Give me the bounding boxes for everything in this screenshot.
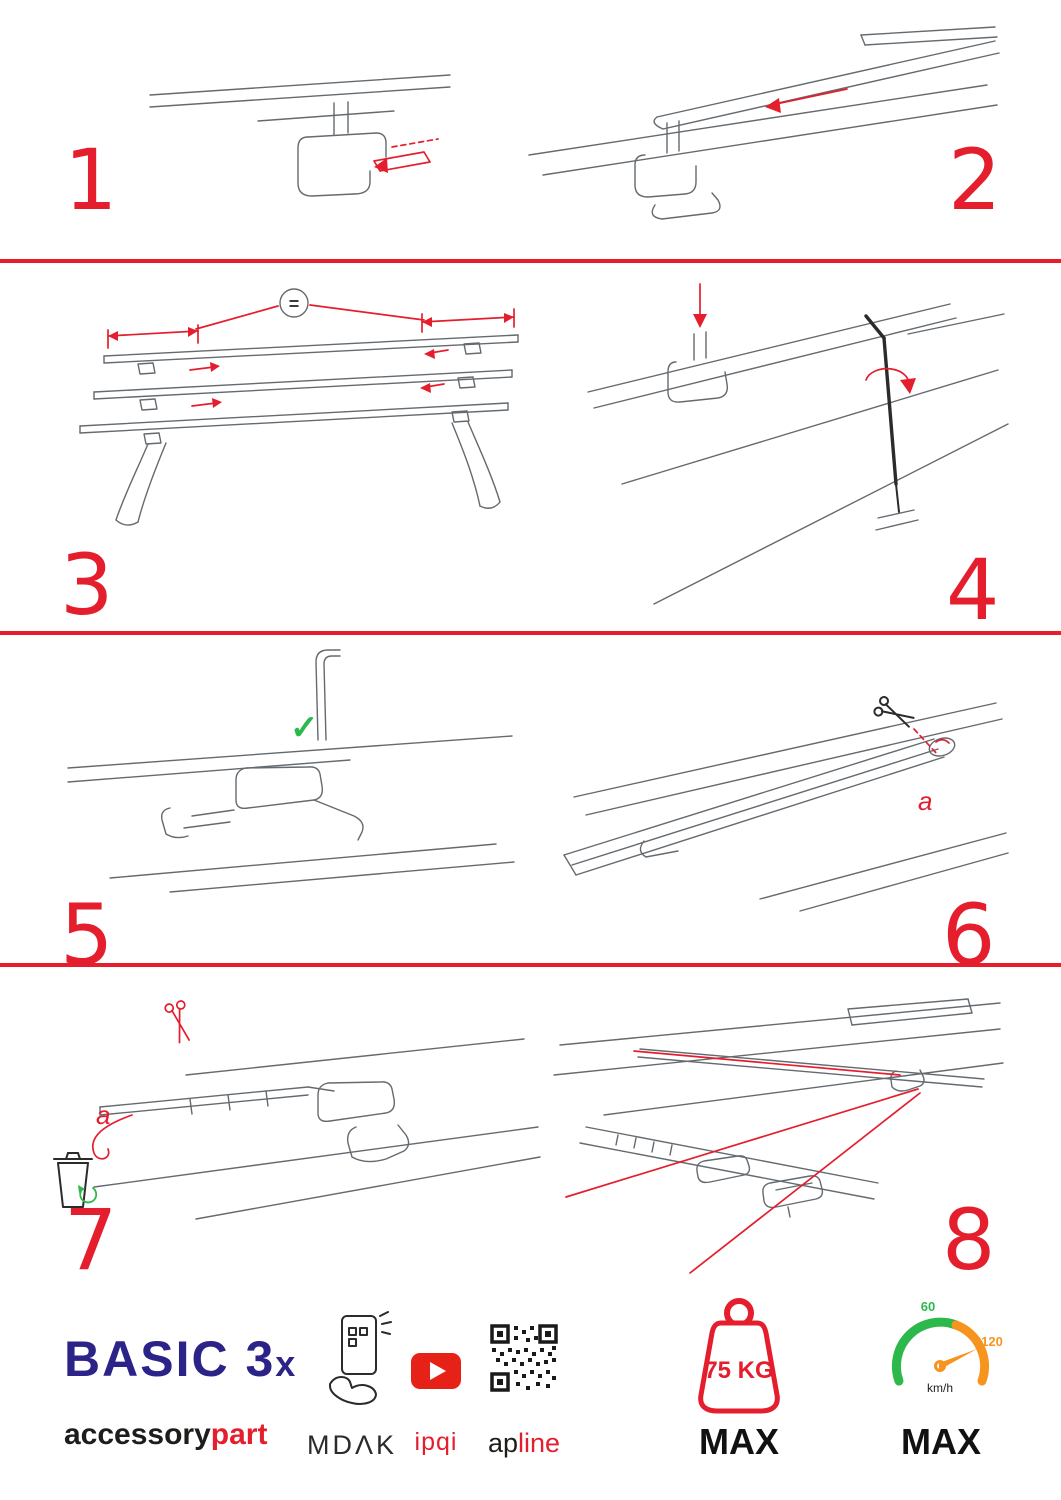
rack-legs-drawing [115, 421, 501, 526]
roof-outline [528, 84, 998, 176]
logo-apline: apline [484, 1428, 564, 1459]
speed-low-label: 60 [921, 1299, 935, 1314]
crossbar-drawing [653, 26, 1000, 130]
alignment-arrows [189, 349, 449, 408]
roof-outline [553, 998, 1004, 1116]
cover-strip-drawing [563, 728, 956, 876]
brand-word-black: accessory [64, 1418, 211, 1451]
rubber-pad-insert [373, 138, 439, 173]
allen-key-icon [864, 314, 919, 531]
step-4-number: 4 [946, 541, 1000, 639]
alignment-lines [565, 1050, 921, 1274]
step-4-illustration [587, 283, 1009, 605]
slide-arrow-icon [765, 88, 848, 113]
clamp-drawing [667, 331, 728, 403]
step-7-number: 7 [64, 1191, 118, 1289]
roof-rail-outline [587, 303, 1009, 605]
trash-icon [53, 1152, 93, 1208]
step-8-illustration [553, 998, 1004, 1274]
rotate-arrow-icon [865, 367, 916, 394]
step-8-number: 8 [942, 1191, 996, 1289]
weight-max-label: MAX [699, 1421, 779, 1462]
cut-label-step7: a [96, 1100, 111, 1130]
logo-ipqi: ipqi [414, 1428, 458, 1456]
check-mark: ✓ [290, 709, 319, 747]
clamp-drawing [307, 1081, 410, 1163]
clamp-drawing [297, 101, 387, 197]
section-divider-3 [0, 963, 1061, 967]
clamp-assembly-drawing [160, 766, 364, 841]
brand-word-red: part [210, 1418, 268, 1451]
speed-max-label: MAX [901, 1421, 981, 1462]
step-1-number: 1 [64, 131, 118, 229]
tension-rod-drawing [315, 649, 341, 741]
section-divider-2 [0, 631, 1061, 635]
crossbars-drawing [79, 334, 519, 445]
crossbar-drawing [579, 1048, 985, 1200]
scissors-icon [873, 696, 915, 728]
equal-spacing-dimension: = [107, 288, 515, 349]
strip-with-cut-marks [91, 1086, 309, 1160]
scissors-icon [164, 1000, 190, 1044]
apline-black: ap [487, 1428, 518, 1458]
cut-label-step6: a [918, 786, 933, 816]
speedometer-icon: 60 120 km/h [891, 1299, 1003, 1395]
recycle-icon [78, 1185, 98, 1204]
roof-rail-outline [149, 74, 451, 122]
step-3-number: 3 [60, 536, 114, 634]
step-6-illustration [563, 696, 1009, 912]
roof-outline [67, 735, 515, 893]
apline-red: line [518, 1428, 561, 1458]
youtube-play-icon [411, 1353, 461, 1389]
step-3-illustration: = [79, 288, 519, 526]
step-2-illustration [528, 26, 1000, 220]
step-2-number: 2 [948, 131, 1002, 229]
speed-high-label: 120 [981, 1334, 1003, 1349]
product-name-suffix: x [275, 1343, 298, 1384]
phone-scan-icon [329, 1311, 392, 1405]
weight-limit-value: 75 KG [704, 1357, 773, 1384]
step-1-illustration [149, 74, 451, 197]
brand-wordmark: accessorypart [64, 1420, 267, 1450]
qr-code-icon [490, 1324, 558, 1392]
step-5-illustration [67, 649, 515, 893]
clamp-drawing [634, 120, 721, 220]
product-name: BASIC 3 [64, 1331, 276, 1387]
t-slot-adapters-drawing [696, 1155, 824, 1218]
logo-mdak: MDΛK [306, 1430, 398, 1460]
product-logo: BASIC 3x [64, 1334, 297, 1384]
speed-unit-label: km/h [927, 1381, 953, 1395]
roof-outline [93, 1038, 541, 1220]
insert-arrow-icon [693, 283, 707, 328]
step-7-illustration [53, 1000, 541, 1220]
weight-limit-icon: 75 KG [698, 1298, 780, 1414]
equal-spacing-label: = [289, 294, 300, 314]
roof-rail-outline [573, 702, 1009, 912]
section-divider-1 [0, 259, 1061, 263]
